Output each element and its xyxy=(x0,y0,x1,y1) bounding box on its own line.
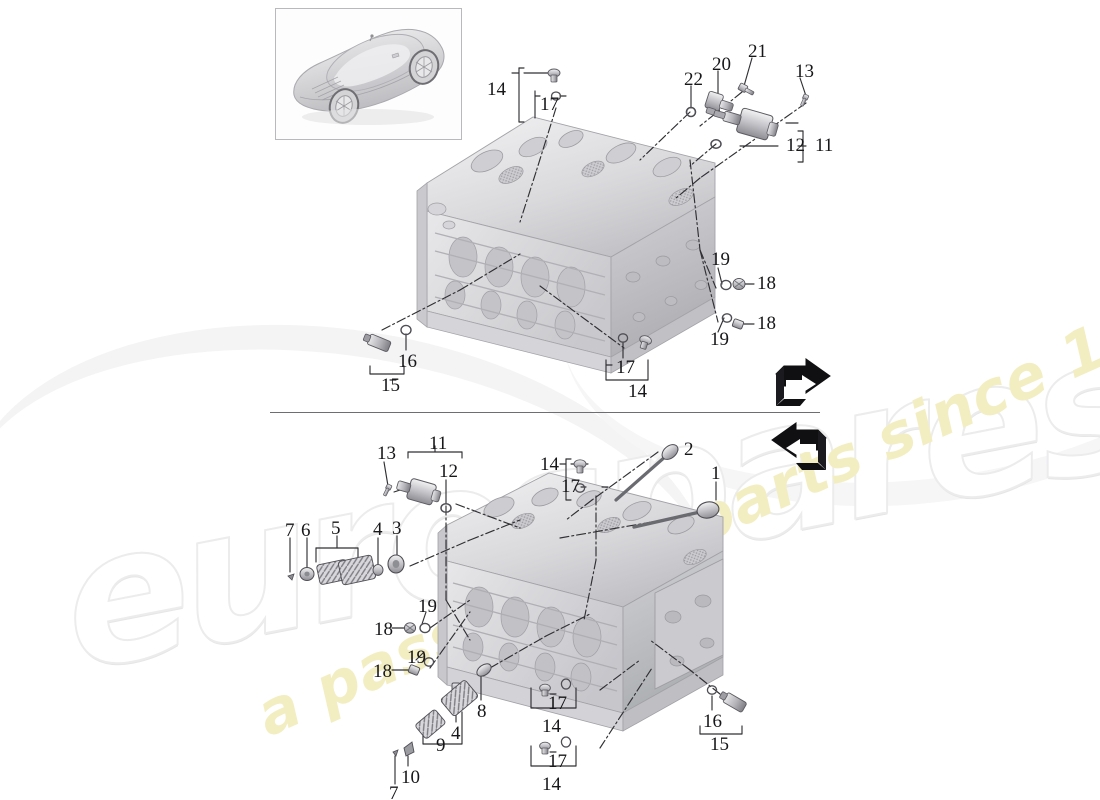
keeper-7a xyxy=(287,573,295,581)
plug-18b-bot xyxy=(407,664,421,676)
callout-top-14b: 14 xyxy=(628,381,647,402)
seal-17-bot3 xyxy=(560,736,572,748)
callout-bot-15: 15 xyxy=(710,734,729,755)
callout-bot-17c: 17 xyxy=(548,751,567,772)
vehicle-thumbnail xyxy=(275,8,462,140)
oring-12-bot xyxy=(440,502,452,514)
callout-top-19b: 19 xyxy=(710,329,729,350)
callout-top-15: 15 xyxy=(381,375,400,396)
section-divider xyxy=(270,412,820,413)
callout-bot-10: 10 xyxy=(401,767,420,788)
plug-15-top xyxy=(362,333,392,352)
plug-18a-top xyxy=(732,277,746,291)
callout-top-20: 20 xyxy=(712,54,731,75)
bolt-14c-top xyxy=(639,335,652,350)
callout-bot-12: 12 xyxy=(439,461,458,482)
callout-bot-5: 5 xyxy=(331,518,341,539)
callout-top-16: 16 xyxy=(398,351,417,372)
bolt-14-bot3 xyxy=(539,741,551,755)
seal-16-bot xyxy=(706,685,718,695)
spring-seat-6 xyxy=(299,567,315,581)
bolt-21 xyxy=(737,82,755,96)
seal-16-top xyxy=(400,324,412,336)
callout-bot-17b: 17 xyxy=(548,693,567,714)
top-view-parts xyxy=(362,68,810,352)
seal-17c-top xyxy=(617,333,629,343)
washer-19a-top xyxy=(720,279,732,291)
callout-top-18b: 18 xyxy=(757,313,776,334)
bolt-14-bot2 xyxy=(539,683,551,697)
callout-top-17b: 17 xyxy=(616,357,635,378)
callout-top-18a: 18 xyxy=(757,273,776,294)
callout-bot-8: 8 xyxy=(477,701,487,722)
callout-bot-14d: 14 xyxy=(542,774,561,795)
callout-top-11: 11 xyxy=(815,135,834,156)
solenoid-11-top xyxy=(713,107,779,141)
callout-bot-17a: 17 xyxy=(561,476,580,497)
oring-12-top xyxy=(710,139,722,149)
plug-18a-bot xyxy=(403,622,417,634)
keeper-10 xyxy=(403,741,415,757)
bolt-14-top xyxy=(547,68,561,83)
callout-bot-14c: 14 xyxy=(542,716,561,737)
callout-top-17a: 17 xyxy=(540,94,559,115)
plug-15-bot xyxy=(719,691,747,713)
screw-13-bot xyxy=(383,483,393,497)
porsche-911-illustration xyxy=(293,28,445,125)
callout-bot-2: 2 xyxy=(684,439,694,460)
callout-bot-13: 13 xyxy=(377,443,396,464)
callout-bot-4b: 4 xyxy=(451,723,461,744)
callout-bot-1: 1 xyxy=(711,463,721,484)
callout-top-19a: 19 xyxy=(711,249,730,270)
retainer-4a xyxy=(372,564,384,576)
valve-1 xyxy=(632,501,720,529)
spring-9a xyxy=(440,680,478,717)
callout-bot-16: 16 xyxy=(703,711,722,732)
seal-17-bot xyxy=(574,483,586,493)
bottom-view-parts xyxy=(287,444,747,757)
solenoid-11-bot xyxy=(396,478,442,506)
washer-19b-top xyxy=(721,313,733,323)
oring-22 xyxy=(685,106,697,118)
washer-19b-bot xyxy=(423,657,435,667)
arrow-right-icon xyxy=(770,358,836,414)
plug-18b-top xyxy=(731,318,745,330)
washer-19a-bot xyxy=(419,622,431,634)
callout-bot-19b: 19 xyxy=(407,647,426,668)
seal-17-bot2 xyxy=(560,678,572,690)
callout-top-22: 22 xyxy=(684,69,703,90)
screw-13-top xyxy=(800,93,810,107)
callout-bot-18a: 18 xyxy=(374,619,393,640)
callout-top-13: 13 xyxy=(795,61,814,82)
callout-bot-18b: 18 xyxy=(373,661,392,682)
arrow-left-icon xyxy=(766,422,832,478)
callout-bot-3: 3 xyxy=(392,518,402,539)
spring-5b xyxy=(337,554,377,586)
callout-bot-6: 6 xyxy=(301,520,311,541)
bolt-14-bot xyxy=(573,459,587,474)
engine-cylinder-head-bottom xyxy=(437,472,724,732)
seal-17-top xyxy=(550,91,562,101)
sensor-20 xyxy=(704,90,734,116)
valve-2 xyxy=(614,444,679,502)
callout-bot-14a: 14 xyxy=(540,454,559,475)
callout-bot-4a: 4 xyxy=(373,519,383,540)
retainer-8 xyxy=(476,663,492,677)
callout-bot-9: 9 xyxy=(436,735,446,756)
callout-top-12: 12 xyxy=(786,135,805,156)
callout-bot-7a: 7 xyxy=(285,520,295,541)
engine-cylinder-head-top xyxy=(416,116,716,374)
callout-bot-11: 11 xyxy=(429,433,448,454)
callout-bot-19a: 19 xyxy=(418,596,437,617)
callout-top-21: 21 xyxy=(748,41,767,62)
spring-9b xyxy=(415,709,446,739)
keeper-7b xyxy=(392,749,399,757)
stem-seal-3 xyxy=(387,554,405,574)
callout-bot-7b: 7 xyxy=(389,783,399,800)
callout-top-14a: 14 xyxy=(487,79,506,100)
